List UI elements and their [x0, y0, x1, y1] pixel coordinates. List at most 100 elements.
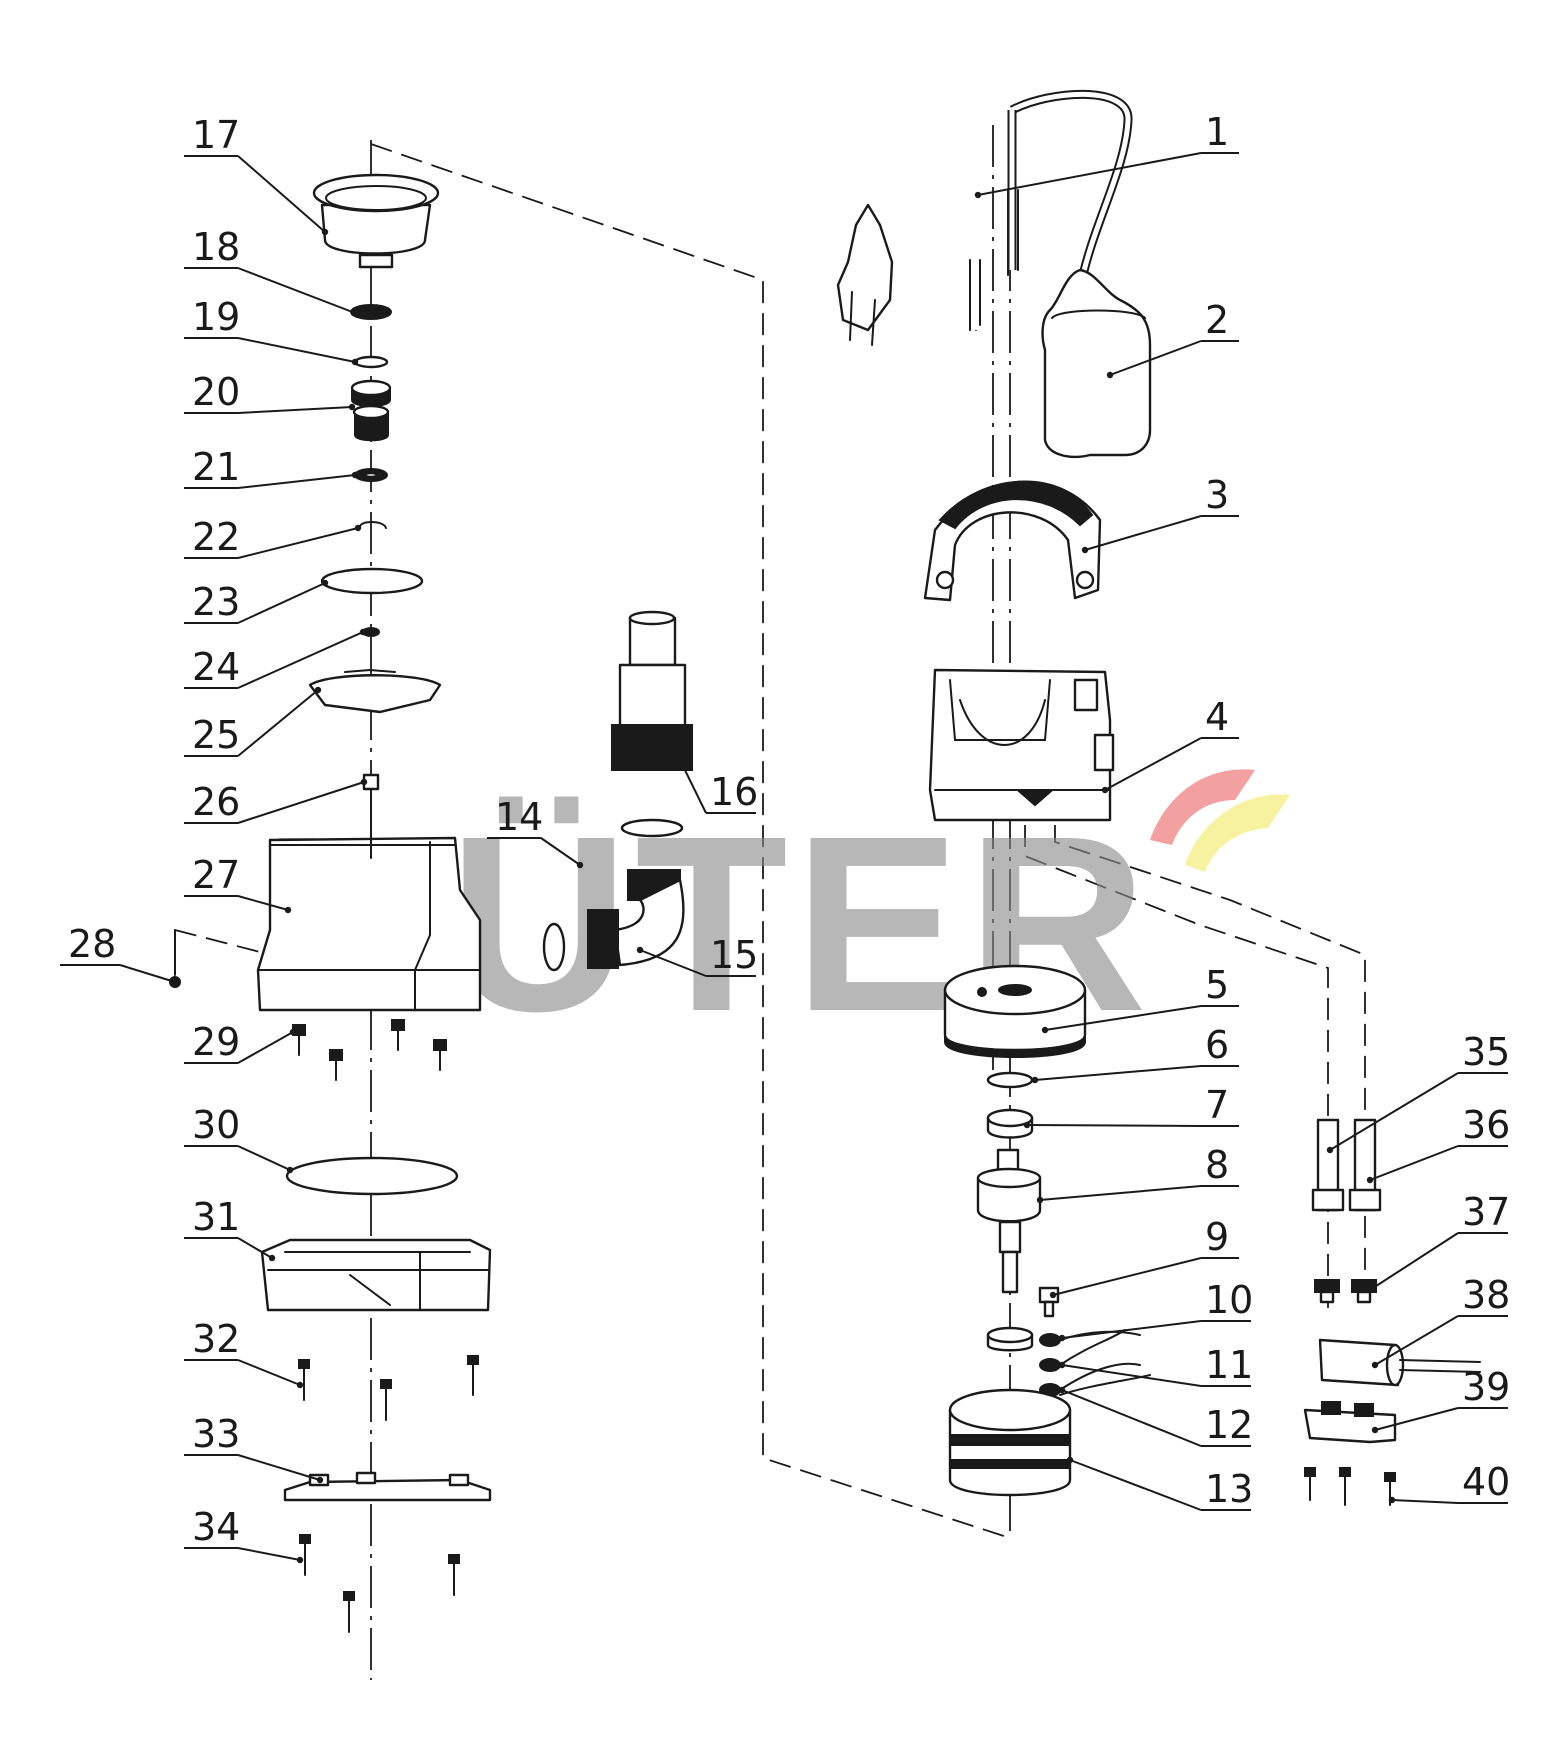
callout-number: 6: [1205, 1023, 1229, 1067]
callout-36-bolt: 36: [1366, 1103, 1510, 1184]
callout-number: 37: [1462, 1190, 1510, 1234]
callout-37-nut: 37: [1366, 1190, 1510, 1294]
callout-dot: [351, 471, 359, 479]
callout-25-impeller: 25: [184, 686, 322, 757]
callout-10-washer: 10: [1058, 1278, 1253, 1342]
callout-leader: [237, 267, 356, 314]
callout-18-bearing-ring: 18: [184, 225, 359, 317]
callout-leader: [237, 527, 359, 559]
motor-cover-part: [943, 964, 1087, 1058]
callout-number: 7: [1205, 1083, 1229, 1127]
callout-number: 14: [495, 795, 543, 839]
callout-dot: [1023, 1121, 1031, 1129]
callout-number: 10: [1205, 1278, 1253, 1322]
callout-number: 24: [192, 645, 240, 689]
callout-leader: [1374, 1407, 1459, 1431]
callout-number: 8: [1205, 1143, 1229, 1187]
callout-leader: [237, 582, 326, 624]
callout-38-capacitor: 38: [1371, 1273, 1510, 1369]
callout-leader: [1061, 1320, 1202, 1339]
callout-number: 27: [192, 853, 240, 897]
callout-number: 3: [1205, 473, 1229, 517]
callout-leader: [237, 337, 356, 363]
callout-12-washer: 12: [1058, 1386, 1253, 1447]
callout-number: 23: [192, 580, 240, 624]
callout-leader: [1084, 515, 1202, 551]
callout-dot: [1366, 1286, 1374, 1294]
callout-leader: [1369, 1145, 1459, 1181]
callout-number: 34: [192, 1505, 240, 1549]
callout-dot: [316, 1476, 324, 1484]
watermark-red-swoosh: [1150, 769, 1255, 845]
callout-dot: [676, 756, 684, 764]
callout-3-handle: 3: [1081, 473, 1239, 554]
callout-leader: [679, 759, 707, 814]
callout-dot: [354, 524, 362, 532]
callout-leader: [237, 781, 365, 824]
callout-number: 26: [192, 780, 240, 824]
callout-34-screw: 34: [184, 1505, 304, 1564]
callout-24-small-washer: 24: [184, 628, 367, 689]
callout-leader: [237, 406, 353, 414]
callout-leader: [119, 964, 176, 983]
callout-19-washer: 19: [184, 295, 359, 366]
callout-dot: [1058, 1361, 1066, 1369]
outlet-parts: [542, 610, 693, 972]
callout-leader: [977, 152, 1202, 196]
callout-number: 35: [1462, 1030, 1510, 1074]
callout-number: 33: [192, 1412, 240, 1456]
callout-dot: [1388, 1496, 1396, 1504]
callout-number: 32: [192, 1317, 240, 1361]
base-parts: [260, 1156, 492, 1312]
callout-30-o-ring: 30: [184, 1103, 294, 1174]
callout-13-stator: 13: [1066, 1456, 1253, 1511]
callout-14-outlet-port: 14: [487, 795, 584, 869]
callout-9-screw: 9: [1049, 1215, 1239, 1299]
callout-dot: [359, 628, 367, 636]
callout-leader: [1391, 1499, 1459, 1504]
callout-dot: [314, 686, 322, 694]
callout-number: 4: [1205, 695, 1229, 739]
callout-number: 19: [192, 295, 240, 339]
callout-26-nut: 26: [184, 778, 368, 824]
callout-4-top-housing: 4: [1101, 695, 1239, 794]
callout-number: 5: [1205, 963, 1229, 1007]
callout-leader: [1052, 1257, 1202, 1296]
callout-15-elbow: 15: [636, 933, 758, 977]
callout-leader: [237, 1454, 321, 1481]
callout-dot: [1066, 1456, 1074, 1464]
callout-leader: [237, 631, 364, 689]
callout-dot: [284, 906, 292, 914]
float-switch-part: [1041, 268, 1152, 459]
callout-dot: [171, 978, 179, 986]
seal-cup-part: [312, 173, 440, 269]
callout-leader: [1369, 1232, 1459, 1291]
callout-dot: [351, 358, 359, 366]
callout-number: 22: [192, 515, 240, 559]
bottom-parts: [283, 1355, 492, 1633]
housing-fasteners: [169, 929, 447, 1081]
callout-dot: [1049, 1291, 1057, 1299]
callout-16-hose-adapter: 16: [676, 756, 758, 814]
callout-leader: [1061, 1389, 1202, 1447]
callout-7-bearing: 7: [1023, 1083, 1239, 1129]
callout-leader: [237, 155, 326, 233]
callout-leader: [1104, 737, 1202, 791]
callout-39-capacitor-holder: 39: [1371, 1365, 1510, 1434]
callout-dot: [351, 309, 359, 317]
callout-dot: [268, 1254, 276, 1262]
callout-dot: [1371, 1426, 1379, 1434]
callout-8-rotor: 8: [1036, 1143, 1239, 1204]
callout-leader: [1374, 1315, 1459, 1366]
callout-number: 31: [192, 1195, 240, 1239]
callout-dot: [321, 228, 329, 236]
callout-number: 20: [192, 370, 240, 414]
callout-32-screw: 32: [184, 1317, 304, 1389]
callout-2-float-switch: 2: [1106, 298, 1239, 379]
callout-dot: [1041, 1026, 1049, 1034]
callout-leader: [639, 949, 707, 977]
callout-23-o-ring: 23: [184, 579, 329, 624]
callout-leader: [237, 895, 289, 911]
callout-number: 39: [1462, 1365, 1510, 1409]
